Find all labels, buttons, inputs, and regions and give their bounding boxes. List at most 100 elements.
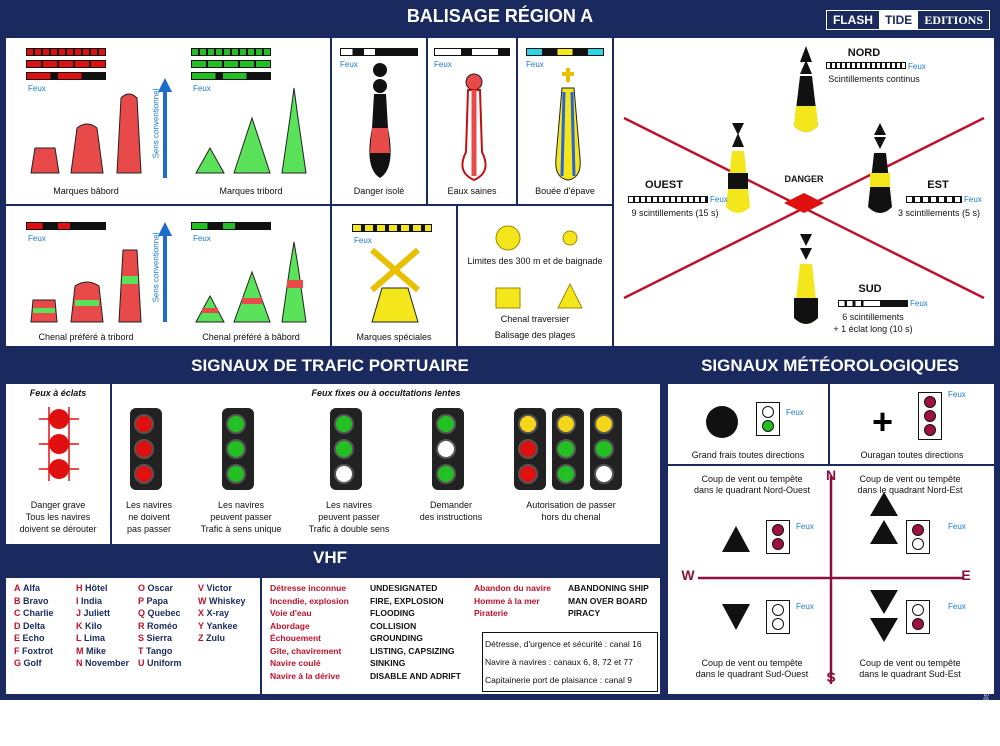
- lamp: [518, 414, 538, 434]
- signal-light-box: [756, 402, 780, 436]
- signal-light-box: [906, 520, 930, 554]
- feux-label: Feux: [28, 234, 46, 243]
- canal-navires: Navire à navires : canaux 6, 8, 72 et 77: [485, 657, 633, 667]
- cardinal-buoy-est: [868, 123, 892, 213]
- vhf-message: UNDESIGNATED: [370, 583, 438, 593]
- signal-lamp: [924, 396, 936, 408]
- alphabet-entry: Z Zulu: [198, 633, 226, 643]
- alphabet-entry: G Golf: [14, 658, 42, 668]
- lamp: [518, 439, 538, 459]
- caption-so-2: dans le quadrant Sud-Ouest: [695, 669, 809, 679]
- traffic-caption: Les navires: [325, 500, 373, 510]
- light-strip: [628, 196, 708, 203]
- caption-limites: Limites des 300 m et de baignade: [467, 256, 603, 266]
- caption-trafic-1a: Danger grave: [30, 500, 86, 510]
- signal-lamp: [924, 424, 936, 436]
- traffic-light: [514, 408, 546, 490]
- caption-ne-1: Coup de vent ou tempête: [859, 474, 961, 484]
- alphabet-entry: A Alfa: [14, 583, 41, 593]
- caption-tribord: Marques tribord: [219, 186, 283, 196]
- vhf-message: Abandon du navire: [474, 583, 551, 593]
- vhf-message: LISTING, CAPSIZING: [370, 645, 455, 656]
- alphabet-entry: X X-ray: [198, 608, 230, 618]
- alphabet-entry: J Juliett: [76, 608, 111, 618]
- signal-lamp: [762, 420, 774, 432]
- traffic-caption: Les navires: [217, 500, 265, 510]
- plus-icon: +: [872, 401, 894, 442]
- feux-label: Feux: [28, 84, 46, 93]
- direction-arrow: [158, 222, 172, 322]
- red-light-strip: [26, 48, 106, 56]
- signal-lamp: [924, 410, 936, 422]
- panel-danger-isole: Feux Danger isolé: [332, 38, 426, 204]
- panel-eclats: Feux à éclats Danger grave Tous les navi…: [6, 384, 110, 544]
- signal-lamp: [762, 406, 774, 418]
- canal-detresse: Détresse, d'urgence et sécurité : canal …: [485, 639, 642, 649]
- lamp: [334, 414, 354, 434]
- lamp: [556, 414, 576, 434]
- traffic-caption: Trafic à double sens: [308, 524, 390, 534]
- panel-eaux-saines: Feux Eaux saines: [428, 38, 516, 204]
- speciale-buoy: [370, 247, 420, 323]
- vhf-message: Abordage: [270, 620, 310, 631]
- signal-lamp: [912, 538, 924, 550]
- cardinal-buoy-nord: [794, 46, 818, 132]
- signal-lamp: [912, 604, 924, 616]
- lamp: [436, 439, 456, 459]
- lamp: [134, 464, 154, 484]
- traffic-caption: peuvent passer: [318, 512, 380, 522]
- canaux-box: Détresse, d'urgence et sécurité : canal …: [482, 632, 658, 692]
- canal-capitainerie: Capitainerie port de plaisance : canal 9: [485, 675, 632, 685]
- green-light-strip: [191, 48, 271, 56]
- feux-label: Feux: [526, 60, 544, 69]
- green-light-strip: [191, 60, 271, 68]
- signal-lamp: [772, 618, 784, 630]
- traffic-caption: peuvent passer: [210, 512, 272, 522]
- light-strip: [906, 196, 962, 203]
- green-buoys: [195, 87, 307, 174]
- traffic-light: [130, 408, 162, 490]
- meteo-title: SIGNAUX MÉTÉOROLOGIQUES: [701, 356, 959, 375]
- feux-label: Feux: [948, 522, 966, 531]
- trafic-title: SIGNAUX DE TRAFIC PORTUAIRE: [191, 356, 469, 375]
- red-buoys: [30, 93, 142, 174]
- traffic-caption: Demander: [429, 500, 473, 510]
- feux-label: Feux: [340, 60, 358, 69]
- vhf-message: Détresse inconnue: [270, 583, 347, 593]
- sud-label: SUD: [858, 283, 882, 295]
- alphabet-entry: P Papa: [138, 595, 169, 606]
- alphabet-entry: U Uniform: [138, 658, 182, 668]
- caption-plages: Balisage des plages: [494, 330, 576, 340]
- lamp: [334, 464, 354, 484]
- sud-desc-2: + 1 éclat long (10 s): [833, 324, 913, 334]
- vhf-message: FIRE, EXPLOSION: [370, 595, 444, 606]
- lamp: [436, 464, 456, 484]
- lamp: [334, 439, 354, 459]
- light-strip: [526, 48, 604, 56]
- alphabet-entry: R Roméo: [138, 620, 178, 631]
- caption-grand-frais: Grand frais toutes directions: [691, 450, 805, 460]
- caption-chenal-babord: Chenal préféré à bâbord: [202, 332, 300, 342]
- panel-quadrants: N S W E Coup de vent ou tempête dans le …: [668, 466, 994, 694]
- caption-ouragan: Ouragan toutes directions: [860, 450, 964, 460]
- nord-desc: Scintillements continus: [828, 74, 920, 84]
- feux-label: Feux: [354, 236, 372, 245]
- page-title: BALISAGE RÉGION A: [406, 6, 594, 26]
- epave-buoy: [555, 68, 581, 181]
- alphabet-entry: M Mike: [76, 645, 107, 656]
- compass-cross: [698, 476, 964, 684]
- ball-icon: [706, 406, 738, 438]
- signal-lamp: [912, 618, 924, 630]
- traffic-light: [330, 408, 362, 490]
- alphabet-entry: H Hôtel: [76, 583, 108, 593]
- traffic-light: [590, 408, 622, 490]
- eaux-saines-buoy: [461, 73, 487, 182]
- lamp: [556, 439, 576, 459]
- traffic-light: [432, 408, 464, 490]
- traffic-caption: hors du chenal: [541, 512, 601, 522]
- caption-speciales: Marques spéciales: [356, 332, 432, 342]
- logo-editions: EDITIONS: [918, 11, 989, 29]
